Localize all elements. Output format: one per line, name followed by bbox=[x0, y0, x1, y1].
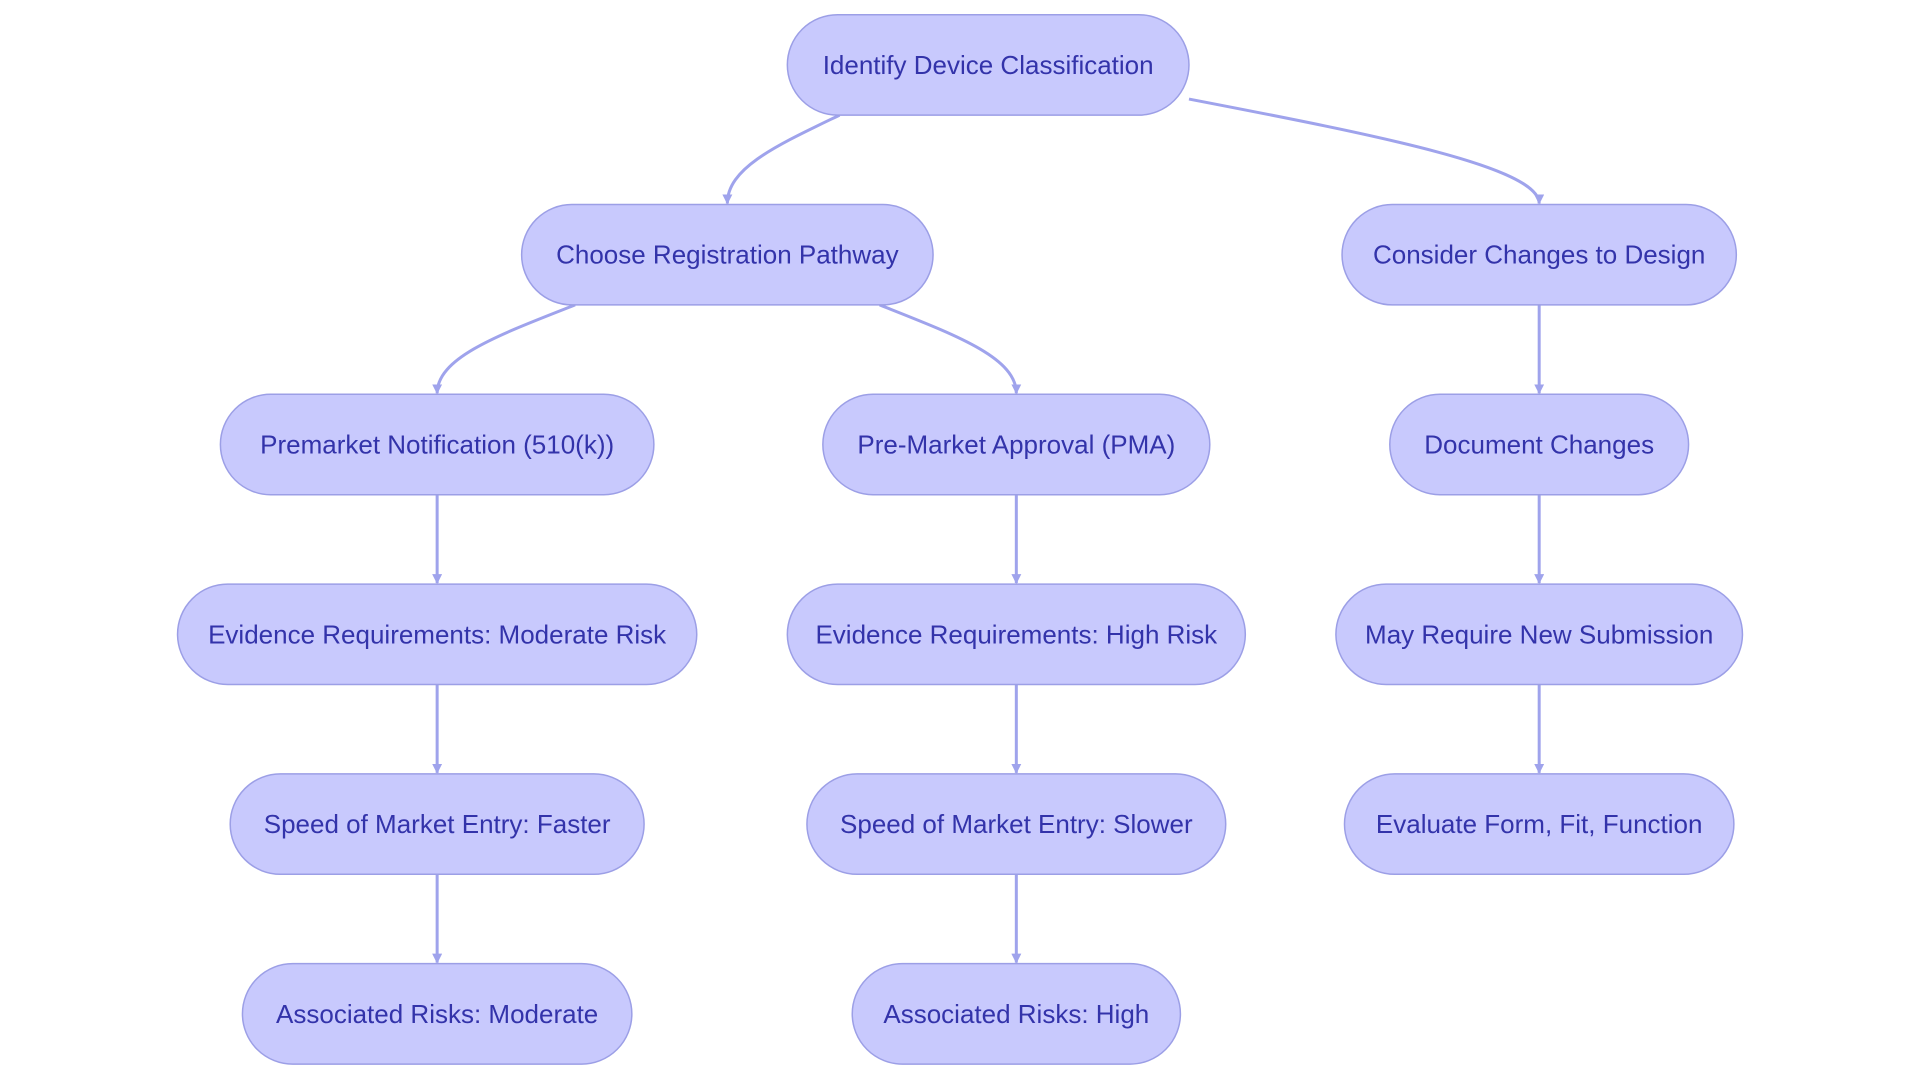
node-box-risks-high bbox=[851, 962, 1182, 1065]
node-speed-faster: Speed of Market Entry: Faster bbox=[229, 773, 645, 876]
node-label-may-require: May Require New Submission bbox=[1365, 619, 1713, 649]
node-label-premarket: Premarket Notification (510(k)) bbox=[260, 429, 614, 459]
node-label-risks-mod: Associated Risks: Moderate bbox=[276, 999, 598, 1029]
node-box-pma bbox=[822, 393, 1211, 496]
node-label-risks-high: Associated Risks: High bbox=[883, 999, 1149, 1029]
edges-layer bbox=[432, 97, 1545, 964]
node-choose: Choose Registration Pathway bbox=[520, 203, 934, 306]
node-box-evidence-mod bbox=[176, 583, 698, 686]
node-risks-mod: Associated Risks: Moderate bbox=[241, 962, 633, 1065]
node-label-identify: Identify Device Classification bbox=[823, 50, 1154, 80]
node-identify: Identify Device Classification bbox=[786, 13, 1190, 116]
edge-group-choose-to-pma bbox=[879, 303, 1022, 395]
node-label-speed-faster: Speed of Market Entry: Faster bbox=[264, 809, 611, 839]
edge-group-identify-to-consider bbox=[1188, 97, 1545, 205]
node-box-choose bbox=[520, 203, 934, 306]
node-label-evaluate: Evaluate Form, Fit, Function bbox=[1376, 809, 1703, 839]
node-label-evidence-mod: Evidence Requirements: Moderate Risk bbox=[208, 619, 667, 649]
node-box-evidence-high bbox=[786, 583, 1247, 686]
node-box-may-require bbox=[1335, 583, 1744, 686]
node-label-document: Document Changes bbox=[1424, 429, 1654, 459]
node-evidence-high: Evidence Requirements: High Risk bbox=[786, 583, 1247, 686]
node-box-speed-faster bbox=[229, 773, 645, 876]
node-evaluate: Evaluate Form, Fit, Function bbox=[1343, 773, 1735, 876]
node-label-speed-slower: Speed of Market Entry: Slower bbox=[840, 809, 1193, 839]
node-label-evidence-high: Evidence Requirements: High Risk bbox=[815, 619, 1218, 649]
node-box-evaluate bbox=[1343, 773, 1735, 876]
node-may-require: May Require New Submission bbox=[1335, 583, 1744, 686]
node-box-consider bbox=[1341, 203, 1738, 306]
edge-group-choose-to-premarket bbox=[432, 303, 576, 395]
edge-choose-to-premarket bbox=[432, 303, 576, 395]
node-box-risks-mod bbox=[241, 962, 633, 1065]
node-label-pma: Pre-Market Approval (PMA) bbox=[857, 429, 1175, 459]
node-document: Document Changes bbox=[1389, 393, 1690, 496]
node-premarket: Premarket Notification (510(k)) bbox=[219, 393, 655, 496]
edge-identify-to-choose bbox=[722, 113, 841, 205]
edge-identify-to-consider bbox=[1188, 97, 1545, 205]
node-pma: Pre-Market Approval (PMA) bbox=[822, 393, 1211, 496]
node-speed-slower: Speed of Market Entry: Slower bbox=[806, 773, 1227, 876]
node-box-document bbox=[1389, 393, 1690, 496]
node-risks-high: Associated Risks: High bbox=[851, 962, 1182, 1065]
node-box-speed-slower bbox=[806, 773, 1227, 876]
node-consider: Consider Changes to Design bbox=[1341, 203, 1738, 306]
node-label-consider: Consider Changes to Design bbox=[1373, 240, 1705, 270]
node-box-identify bbox=[786, 13, 1190, 116]
edge-group-identify-to-choose bbox=[722, 113, 841, 205]
edge-choose-to-pma bbox=[879, 303, 1022, 395]
node-box-premarket bbox=[219, 393, 655, 496]
node-label-choose: Choose Registration Pathway bbox=[556, 240, 899, 270]
node-evidence-mod: Evidence Requirements: Moderate Risk bbox=[176, 583, 698, 686]
